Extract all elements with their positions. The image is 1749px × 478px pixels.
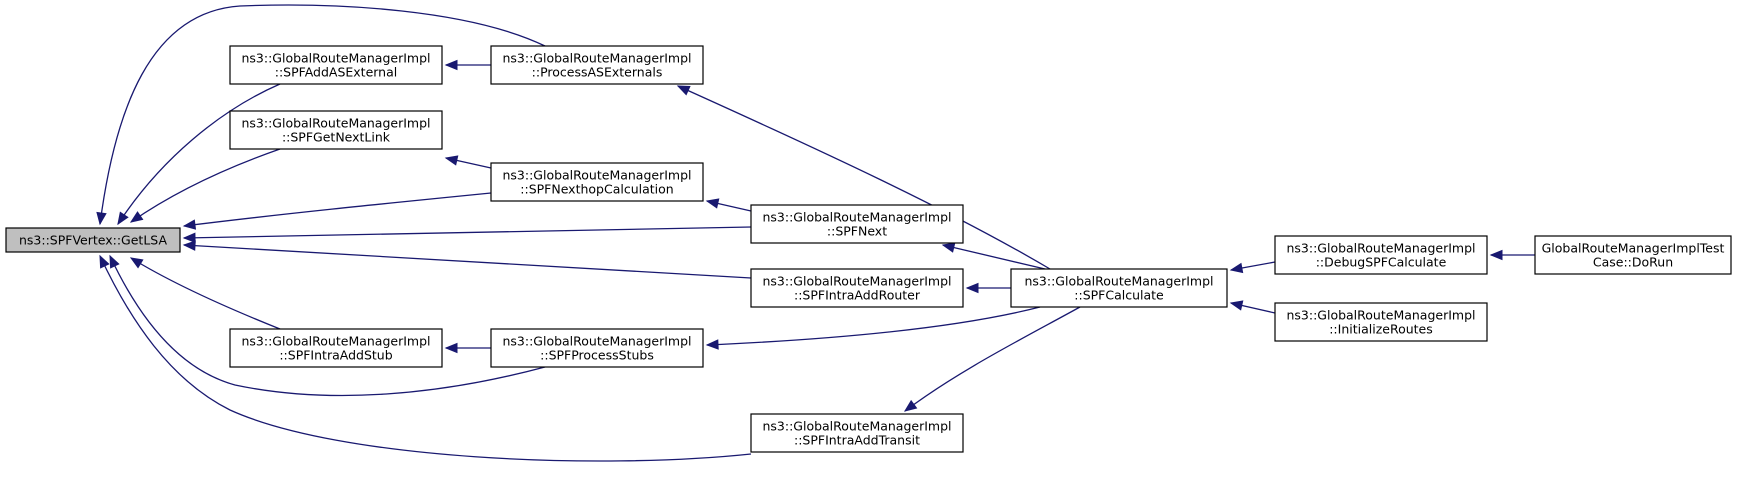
node-debugcalc[interactable]: ns3::GlobalRouteManagerImpl::DebugSPFCal…	[1274, 235, 1488, 275]
edge-addstub-to-getlsa	[130, 257, 281, 330]
edge-spfcalc-to-addtransit	[904, 306, 1081, 412]
arrowhead-nexthop-to-getlsa	[182, 219, 197, 230]
node-label-line: ::SPFProcessStubs	[540, 348, 654, 363]
node-label-line: ::SPFNext	[827, 224, 887, 239]
arrowhead-procstubs-to-getlsa	[109, 254, 120, 269]
node-label-line: ns3::GlobalRouteManagerImpl	[241, 51, 430, 66]
arrowhead-spfcalc-to-addtransit	[903, 399, 918, 412]
arrowhead-spfcalc-to-spfnext	[941, 242, 956, 253]
node-box	[750, 204, 964, 244]
arrowhead-nexthop-to-getnextlink	[444, 155, 459, 166]
node-label-line: ns3::GlobalRouteManagerImpl	[1024, 274, 1213, 289]
node-label-line: ::SPFIntraAddRouter	[794, 288, 921, 303]
node-label-line: ::InitializeRoutes	[1329, 322, 1433, 337]
node-getlsa[interactable]: ns3::SPFVertex::GetLSA	[5, 227, 181, 253]
edge-addtransit-to-getlsa	[99, 255, 752, 462]
node-box	[490, 162, 704, 202]
arrowhead-getnextlink-to-getlsa	[129, 211, 144, 223]
edge-getnextlink-to-getlsa	[130, 148, 281, 223]
node-label-line: ns3::GlobalRouteManagerImpl	[1286, 241, 1475, 256]
arrowhead-procasext-to-getlsa	[96, 211, 107, 226]
nodes-layer: ns3::SPFVertex::GetLSAns3::GlobalRouteMa…	[5, 45, 1732, 453]
arrowhead-spfcalc-to-procasext	[676, 85, 691, 96]
node-label-line: ::SPFCalculate	[1074, 288, 1164, 303]
node-box	[750, 268, 964, 308]
arrowhead-addstub-to-getlsa	[129, 257, 144, 269]
node-box	[1274, 235, 1488, 275]
node-box	[490, 45, 704, 85]
node-addasext[interactable]: ns3::GlobalRouteManagerImpl::SPFAddASExt…	[229, 45, 443, 85]
node-label-line: ::SPFAddASExternal	[275, 65, 398, 80]
edge-spfcalc-to-procstubs	[706, 306, 1041, 346]
arrowhead-addtransit-to-getlsa	[99, 254, 110, 269]
node-spfcalc[interactable]: ns3::GlobalRouteManagerImpl::SPFCalculat…	[1010, 268, 1228, 308]
node-addstub[interactable]: ns3::GlobalRouteManagerImpl::SPFIntraAdd…	[229, 328, 443, 368]
arrowhead-spfcalc-to-procstubs	[705, 339, 719, 350]
node-getnextlink[interactable]: ns3::GlobalRouteManagerImpl::SPFGetNextL…	[229, 110, 443, 150]
node-label-line: ns3::GlobalRouteManagerImpl	[502, 168, 691, 183]
edge-spfcalc-to-spfnext	[942, 244, 1046, 270]
node-box	[229, 45, 443, 85]
node-label-line: ns3::GlobalRouteManagerImpl	[502, 334, 691, 349]
node-box	[1534, 235, 1732, 275]
node-label-line: ::SPFNexthopCalculation	[520, 182, 673, 197]
node-label-line: ns3::GlobalRouteManagerImpl	[762, 419, 951, 434]
node-label-line: ::SPFIntraAddStub	[279, 348, 392, 363]
node-label-line: ns3::GlobalRouteManagerImpl	[241, 116, 430, 131]
node-label-line: ns3::SPFVertex::GetLSA	[19, 233, 167, 248]
edge-spfnext-to-getlsa	[183, 226, 752, 239]
node-addrouter[interactable]: ns3::GlobalRouteManagerImpl::SPFIntraAdd…	[750, 268, 964, 308]
node-label-line: Case::DoRun	[1593, 255, 1673, 270]
node-label-line: ns3::GlobalRouteManagerImpl	[241, 334, 430, 349]
node-spfnext[interactable]: ns3::GlobalRouteManagerImpl::SPFNext	[750, 204, 964, 244]
node-procasext[interactable]: ns3::GlobalRouteManagerImpl::ProcessASEx…	[490, 45, 704, 85]
node-label-line: ::ProcessASExternals	[532, 65, 663, 80]
edge-procasext-to-getlsa	[99, 4, 546, 225]
edge-spfcalc-to-procasext	[677, 85, 1051, 270]
edge-procstubs-to-getlsa	[109, 255, 546, 397]
node-label-line: ::SPFGetNextLink	[282, 130, 391, 145]
node-label-line: ::SPFIntraAddTransit	[794, 433, 920, 448]
arrowhead-addrouter-to-getlsa	[182, 240, 196, 251]
arrowhead-debugcalc-to-spfcalc	[1229, 262, 1244, 274]
arrowhead-spfnext-to-getlsa	[182, 232, 196, 244]
node-procstubs[interactable]: ns3::GlobalRouteManagerImpl::SPFProcessS…	[490, 328, 704, 368]
node-label-line: ns3::GlobalRouteManagerImpl	[1286, 308, 1475, 323]
node-initroutes[interactable]: ns3::GlobalRouteManagerImpl::InitializeR…	[1274, 302, 1488, 342]
edge-nexthop-to-getlsa	[183, 192, 492, 227]
arrowhead-initroutes-to-spfcalc	[1229, 300, 1244, 311]
node-label-line: ns3::GlobalRouteManagerImpl	[502, 51, 691, 66]
node-box	[229, 110, 443, 150]
edge-addasext-to-getlsa	[117, 83, 281, 225]
node-box	[750, 413, 964, 453]
node-label-line: ns3::GlobalRouteManagerImpl	[762, 274, 951, 289]
edges-layer	[96, 4, 1535, 462]
node-addtransit[interactable]: ns3::GlobalRouteManagerImpl::SPFIntraAdd…	[750, 413, 964, 453]
node-label-line: GlobalRouteManagerImplTest	[1542, 241, 1725, 256]
arrowhead-procasext-to-addasext	[444, 59, 458, 71]
node-label-line: ::DebugSPFCalculate	[1316, 255, 1447, 270]
arrowhead-spfnext-to-nexthop	[705, 198, 720, 209]
edge-addrouter-to-getlsa	[183, 244, 752, 279]
arrowhead-spfcalc-to-addrouter	[965, 282, 979, 294]
node-box	[1010, 268, 1228, 308]
arrowhead-addasext-to-getlsa	[117, 211, 129, 226]
node-box	[1274, 302, 1488, 342]
arrowhead-procstubs-to-addstub	[444, 342, 458, 354]
node-box	[229, 328, 443, 368]
node-label-line: ns3::GlobalRouteManagerImpl	[762, 210, 951, 225]
node-box	[490, 328, 704, 368]
node-nexthop[interactable]: ns3::GlobalRouteManagerImpl::SPFNexthopC…	[490, 162, 704, 202]
arrowhead-testdorun-to-debugcalc	[1489, 249, 1503, 261]
node-box	[5, 227, 181, 253]
